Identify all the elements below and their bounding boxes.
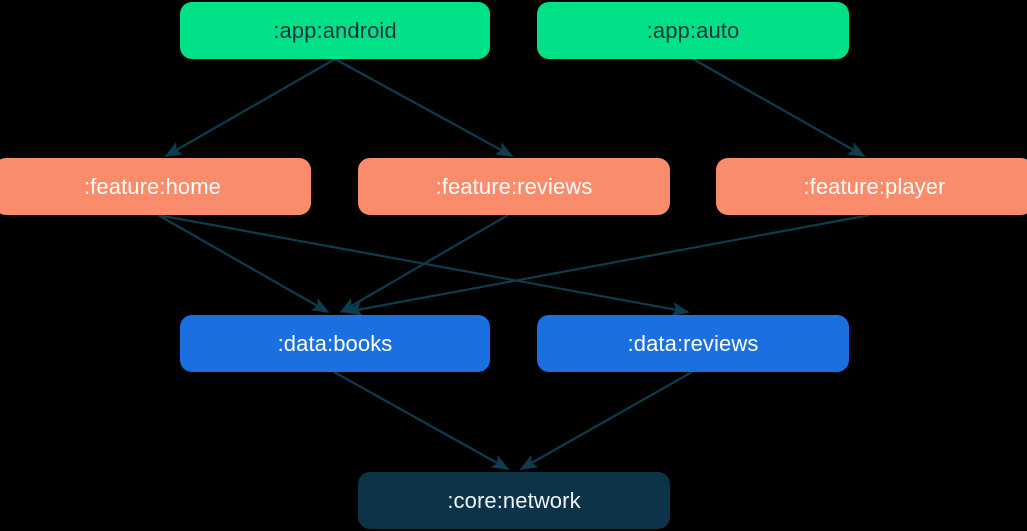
edge-feature-player-to-data-books — [344, 213, 871, 317]
edge-app-android-to-feature-reviews — [334, 58, 514, 157]
node-label-feature-reviews: :feature:reviews — [435, 173, 593, 199]
node-label-feature-home: :feature:home — [83, 173, 222, 199]
edge-app-auto-to-feature-player — [692, 58, 866, 157]
node-label-core-network: :core:network — [447, 487, 581, 513]
node-data-books[interactable]: :data:books — [180, 315, 490, 372]
node-core-network[interactable]: :core:network — [358, 472, 670, 529]
edge-feature-home-to-data-reviews — [157, 213, 690, 317]
node-label-feature-player: :feature:player — [803, 173, 946, 199]
edge-app-android-to-feature-home — [164, 58, 336, 157]
edge-group — [157, 58, 871, 470]
node-label-data-books: :data:books — [277, 330, 393, 356]
node-app-android[interactable]: :app:android — [180, 2, 490, 59]
node-feature-player[interactable]: :feature:player — [716, 158, 1027, 215]
node-label-app-android: :app:android — [273, 17, 397, 43]
node-feature-home[interactable]: :feature:home — [0, 158, 311, 215]
node-data-reviews[interactable]: :data:reviews — [537, 315, 849, 372]
edge-feature-reviews-to-data-books — [339, 214, 509, 313]
node-feature-reviews[interactable]: :feature:reviews — [358, 158, 670, 215]
edge-data-books-to-core-network — [333, 371, 510, 470]
node-app-auto[interactable]: :app:auto — [537, 2, 849, 59]
node-label-app-auto: :app:auto — [646, 17, 740, 43]
edge-data-reviews-to-core-network — [519, 371, 693, 470]
edge-feature-home-to-data-books — [157, 214, 330, 313]
node-label-data-reviews: :data:reviews — [627, 330, 759, 356]
